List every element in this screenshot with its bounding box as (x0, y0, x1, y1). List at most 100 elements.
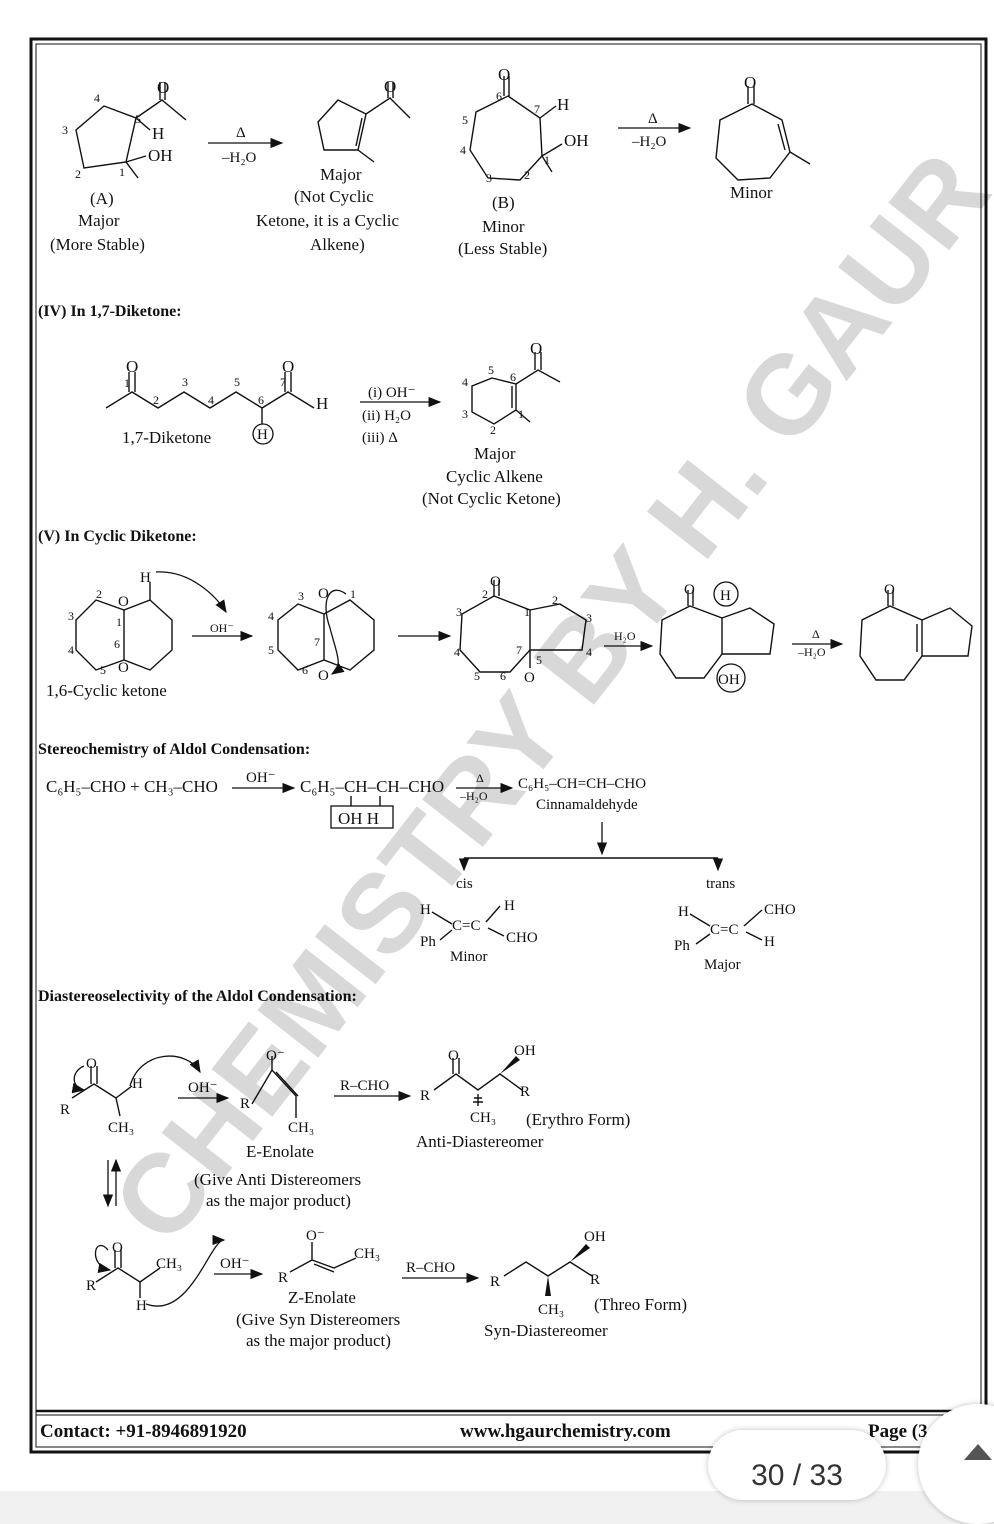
cyclohexene-product: O 45 63 21 (462, 339, 561, 437)
b-stability: (Less Stable) (458, 239, 547, 258)
bicyclic-alcohol: O H OH (659, 581, 775, 693)
chem-label: O (498, 65, 510, 84)
product-2-minor: Minor (730, 183, 773, 202)
svg-text:3: 3 (462, 407, 468, 421)
chem-label: R (278, 1270, 288, 1286)
svg-text:6: 6 (114, 637, 120, 651)
chem-label: R (520, 1084, 530, 1100)
chem-label: OH (584, 1229, 606, 1245)
syn-label: Syn-Diastereomer (484, 1321, 608, 1340)
chem-label: H (504, 898, 515, 914)
chem-label: O (530, 339, 542, 358)
chem-label: H (557, 95, 569, 114)
z-enolate: O⁻ R CH₃ (278, 1228, 380, 1286)
svg-text:6: 6 (496, 89, 502, 103)
svg-text:4: 4 (68, 643, 74, 657)
svg-text:1: 1 (544, 153, 550, 167)
chem-label: CH₃ (108, 1120, 134, 1136)
svg-text:1: 1 (119, 165, 125, 179)
svg-text:5: 5 (234, 375, 240, 389)
svg-text:3: 3 (62, 123, 68, 137)
threo-label: (Threo Form) (594, 1295, 687, 1314)
chem-label: R (420, 1088, 430, 1104)
a-label: (A) (90, 189, 114, 208)
cond-1: (i) OH⁻ (368, 385, 416, 401)
cond-2: (ii) H₂O (362, 408, 411, 424)
chem-label: CH₃ (354, 1246, 380, 1262)
product-1: O (317, 77, 411, 163)
footer-contact: Contact: +91-8946891920 (40, 1421, 247, 1442)
svg-text:5: 5 (488, 363, 494, 377)
chem-label: O⁻ (306, 1228, 325, 1244)
product-2: O (715, 73, 811, 181)
chem-label: O (118, 594, 129, 610)
product-3-major: Major (474, 444, 516, 463)
svg-text:6: 6 (258, 393, 264, 407)
chem-label: OH (564, 131, 589, 150)
chem-label: R (60, 1102, 70, 1118)
svg-text:4: 4 (94, 91, 100, 105)
chem-label: O (112, 1240, 123, 1256)
diketone-reactant: (i) OH⁻ H O O H 12 34 56 7 (105, 357, 328, 445)
footer-page: Page (3 (868, 1421, 928, 1442)
chem-label: –H₂O (797, 645, 826, 659)
chem-label: R (240, 1096, 250, 1112)
svg-text:1: 1 (518, 407, 524, 421)
chem-label: O (86, 1056, 97, 1072)
current-page: 30 (751, 1459, 785, 1492)
chem-label: O (684, 582, 695, 598)
svg-text:4: 4 (208, 393, 214, 407)
inner-border (35, 43, 982, 1448)
chem-label: H (420, 902, 431, 918)
chem-label: O (318, 668, 329, 684)
svg-text:4: 4 (586, 645, 592, 659)
svg-text:3: 3 (182, 375, 188, 389)
svg-text:5: 5 (268, 643, 274, 657)
trans-label: trans (706, 876, 735, 892)
a-hydrogen: H (152, 124, 164, 143)
z-enolate-note-1: (Give Syn Distereomers (236, 1310, 400, 1329)
watermark: CHEMISTRY BY H. GAUR (88, 130, 994, 1265)
e-enolate-label: E-Enolate (246, 1142, 314, 1161)
chem-label: OH⁻ (188, 1080, 218, 1096)
cinnamaldehyde-formula: C₆H₅–CH=CH–CHO (518, 776, 646, 792)
svg-text:6: 6 (510, 370, 516, 384)
cis-isomer: H H C=C Ph CHO (420, 898, 538, 950)
svg-text:H: H (257, 427, 268, 443)
svg-text:2: 2 (96, 587, 102, 601)
chem-label: H (136, 1298, 147, 1314)
footer-website[interactable]: www.hgaurchemistry.com (460, 1421, 671, 1442)
outer-border (29, 37, 988, 1454)
heading-stereochemistry: Stereochemistry of Aldol Condensation: (38, 741, 310, 758)
product-1-major: Major (320, 165, 362, 184)
svg-text:2: 2 (75, 167, 81, 181)
svg-text:7: 7 (516, 643, 522, 657)
chem-label: R (590, 1272, 600, 1288)
a-stability: (More Stable) (50, 235, 145, 254)
chem-label: Ph (674, 938, 690, 954)
chem-label: CH₃ (470, 1110, 496, 1126)
svg-text:O: O (524, 670, 535, 686)
svg-text:7: 7 (280, 375, 286, 389)
chem-label: O (884, 582, 895, 598)
cinnamaldehyde-name: Cinnamaldehyde (536, 797, 638, 813)
svg-text:7: 7 (534, 102, 540, 116)
chem-label: –H₂O (459, 789, 488, 803)
z-enolate-start: O CH₃ R H (86, 1234, 226, 1314)
aldol-intermediate: C₆H₅–CH–CH–CHO (300, 777, 444, 796)
chem-label: H (140, 570, 151, 586)
page-separator: / (792, 1459, 802, 1492)
arrow-1-water: –H₂O (221, 150, 257, 166)
total-pages: 33 (809, 1459, 843, 1492)
product-1-note-2: Ketone, it is a Cyclic (256, 211, 400, 230)
chem-label: OH H (338, 809, 379, 828)
svg-text:7: 7 (314, 635, 320, 649)
svg-text:2: 2 (552, 593, 558, 607)
product-3-note: (Not Cyclic Ketone) (422, 489, 561, 508)
chem-label: CHO (506, 930, 538, 946)
chem-label: OH (718, 672, 740, 688)
anti-aldol: O OH R R CH₃ (420, 1043, 536, 1126)
svg-text:2: 2 (524, 168, 530, 182)
